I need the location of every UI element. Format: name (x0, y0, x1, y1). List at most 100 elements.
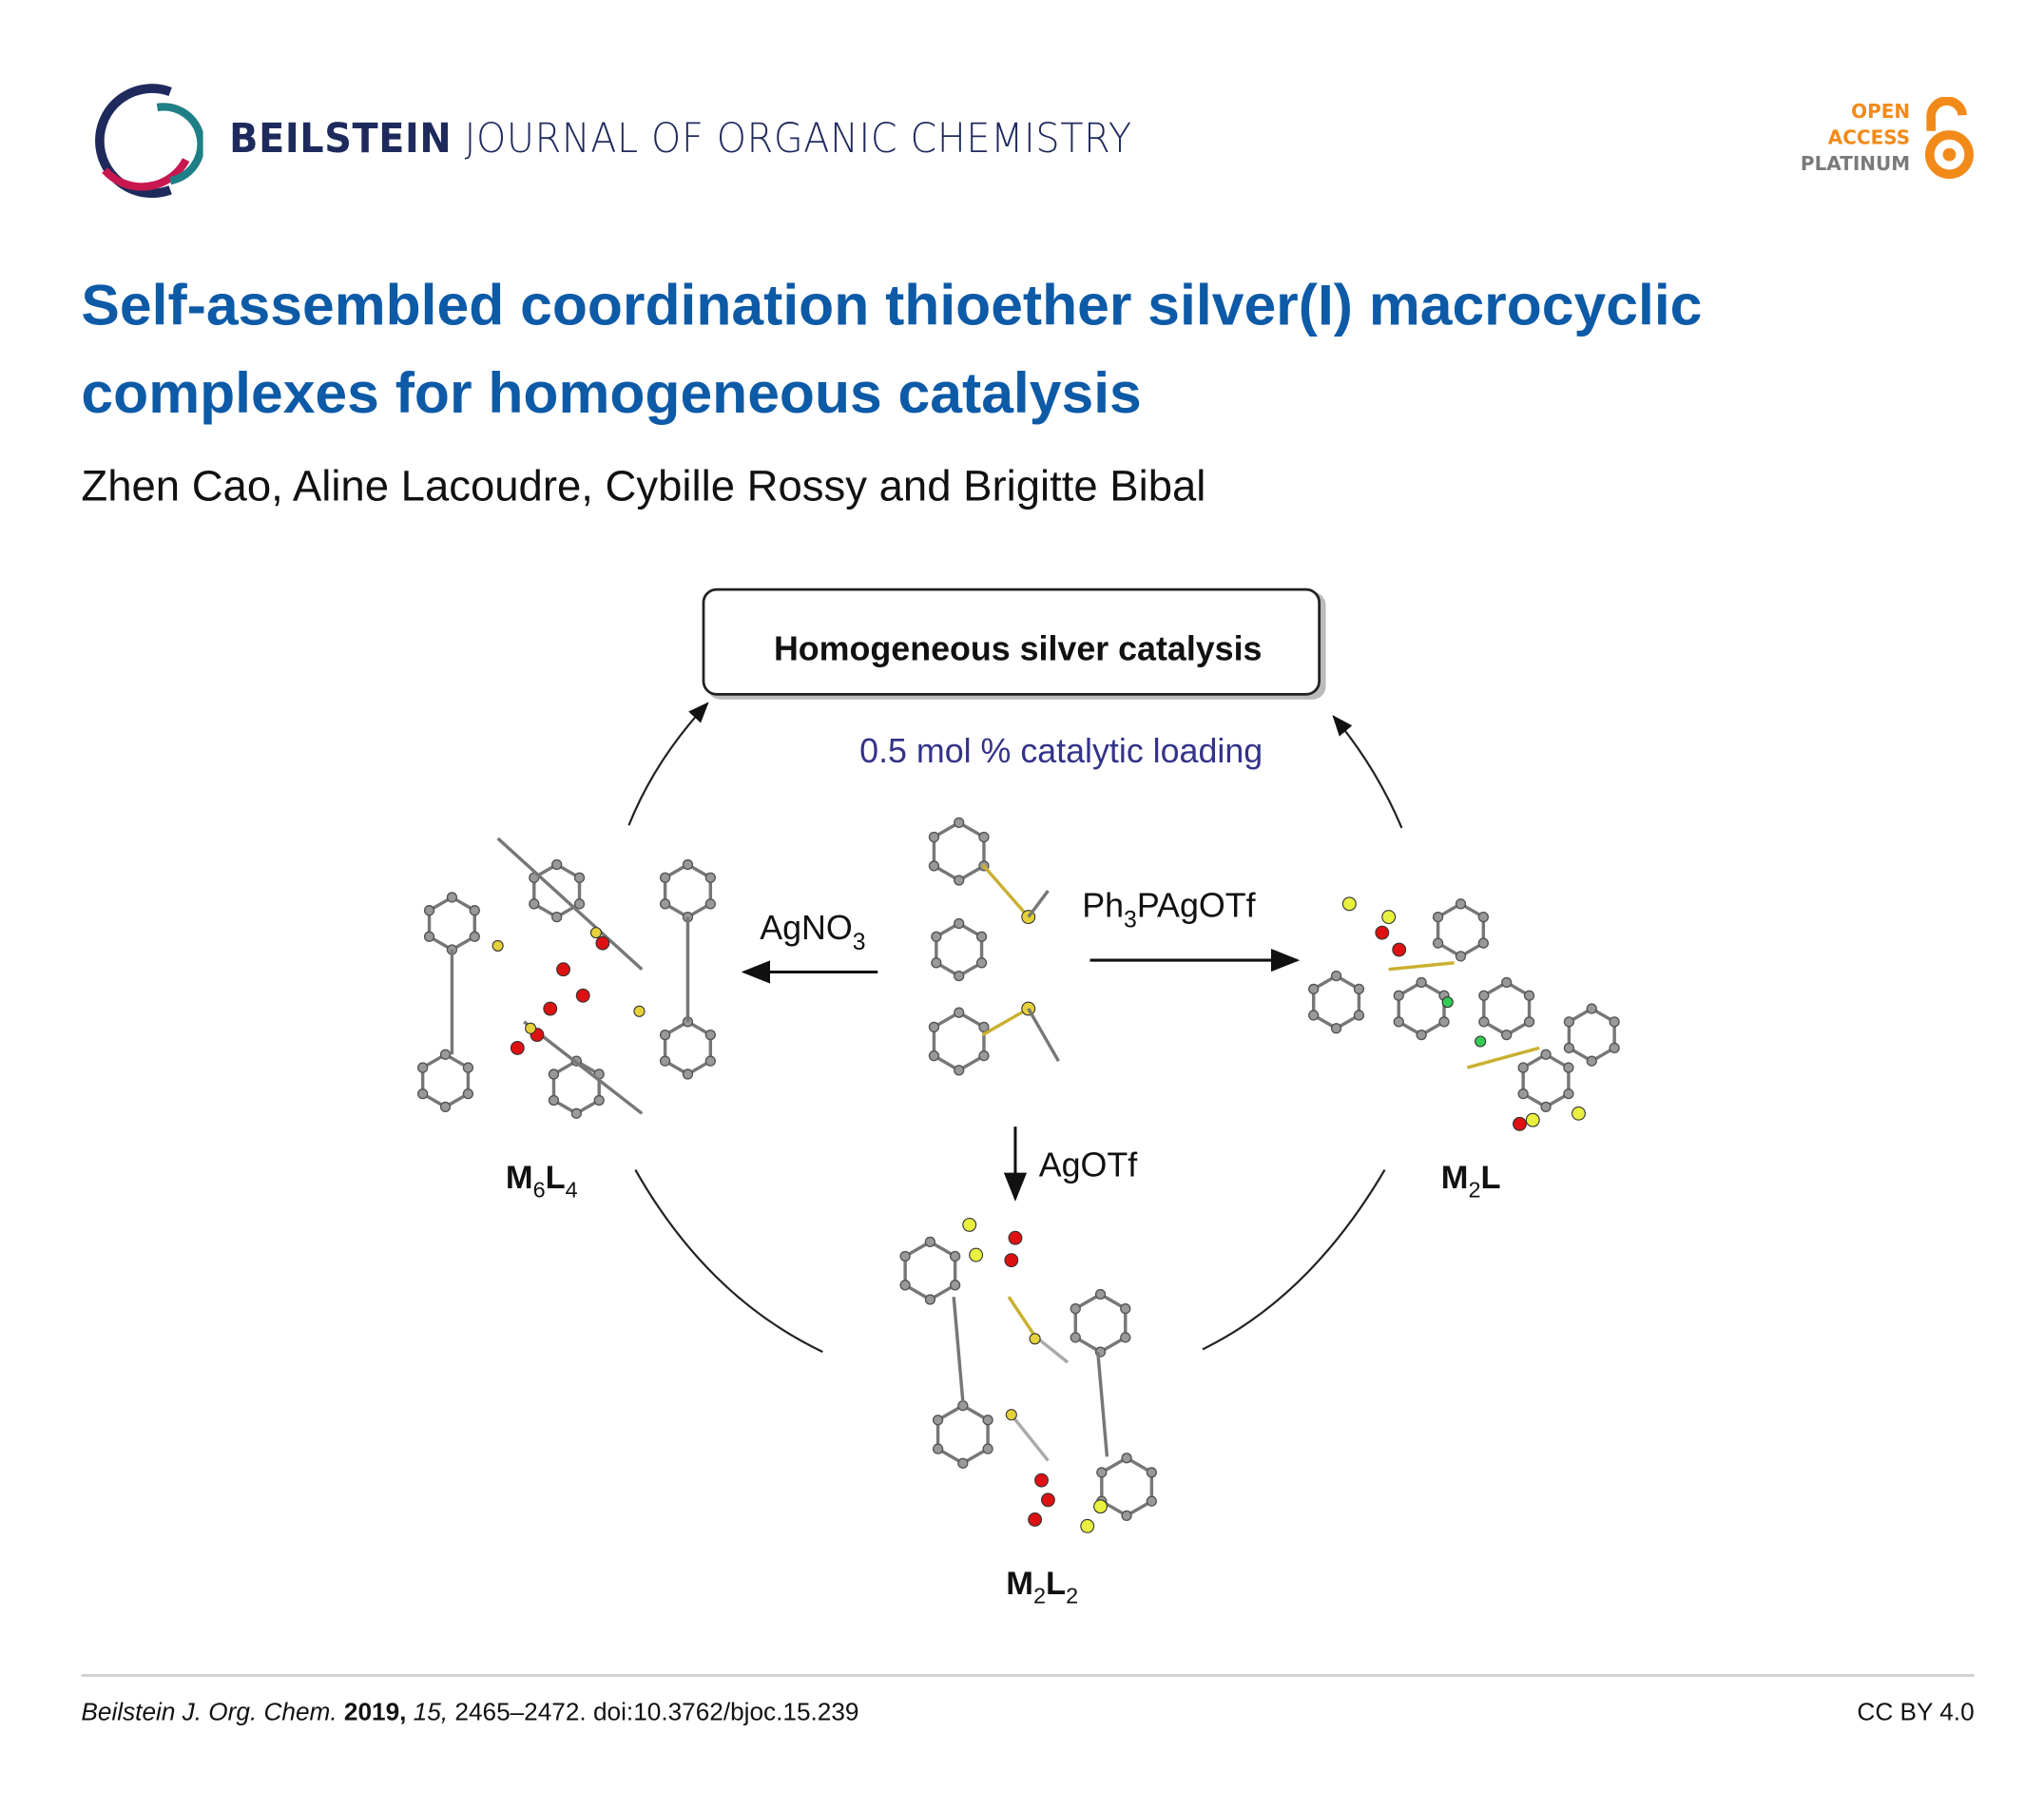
carbon-atom (954, 1065, 965, 1076)
benzene-ring (1100, 1455, 1154, 1518)
atom (595, 935, 610, 951)
benzene-ring (663, 862, 713, 919)
benzene-ring (935, 921, 984, 978)
license[interactable]: CC BY 4.0 (1857, 1699, 1975, 1727)
carbon-atom (439, 1101, 452, 1113)
benzene-ring (932, 820, 986, 883)
atom (962, 1217, 977, 1232)
carbon-atom (682, 1069, 694, 1080)
benzene-ring (903, 1240, 957, 1301)
carbon-atom (1540, 1049, 1552, 1060)
carbon-atom (1563, 1062, 1574, 1073)
carbon-atom (1353, 1010, 1365, 1021)
carbon-atom (704, 1029, 716, 1041)
carbon-atom (1096, 1467, 1108, 1478)
citation-journal: Beilstein J. Org. Chem. (81, 1699, 337, 1727)
bond (1096, 1351, 1109, 1457)
carbon-atom (928, 831, 940, 843)
atom (1029, 1333, 1041, 1345)
atom (1008, 1230, 1023, 1245)
citation-year: 2019, (343, 1699, 407, 1727)
benzene-ring (1397, 980, 1446, 1037)
arc-right-bottom (1202, 1168, 1386, 1351)
r-l: L (1481, 1160, 1501, 1196)
carbon-atom (1563, 1042, 1575, 1054)
carbon-atom (954, 875, 965, 886)
carbon-atom (1121, 1453, 1132, 1464)
crystal-structures (417, 817, 1620, 1533)
carbon-atom (1563, 1088, 1574, 1100)
b-s2: 2 (1066, 1584, 1078, 1608)
arrow-left-up (627, 702, 709, 826)
benzene-ring (932, 1011, 986, 1072)
carbon-atom (1478, 990, 1490, 1001)
carbon-atom (1455, 951, 1467, 962)
atom (1093, 1499, 1108, 1514)
carbon-atom (1477, 911, 1489, 923)
l-l: L (546, 1160, 566, 1196)
carbon-atom (975, 957, 988, 969)
l-s1: 6 (533, 1177, 546, 1202)
carbon-atom (1609, 1016, 1620, 1028)
atom (1004, 1253, 1019, 1268)
reagent-ph-sub: 3 (1124, 908, 1137, 934)
benzene-ring (1482, 980, 1532, 1037)
atom (969, 1247, 984, 1262)
atom (1513, 1116, 1527, 1131)
bond (1466, 1046, 1540, 1069)
journal-name-rest: JOURNAL OF ORGANIC CHEMISTRY (464, 115, 1132, 163)
label-m2l2: M2L2 (1006, 1566, 1078, 1608)
carbon-atom (1120, 1332, 1131, 1343)
badge-access: ACCESS (1827, 128, 1911, 150)
carbon-atom (573, 898, 586, 910)
carbon-atom (417, 1088, 429, 1100)
reagent-agotf: AgOTf (1039, 1146, 1138, 1184)
carbon-atom (1353, 983, 1365, 995)
benzene-ring (551, 1059, 601, 1116)
benzene-ring (1521, 1052, 1571, 1109)
reagent-agno3-main: AgNO (760, 909, 853, 947)
atom (1381, 910, 1397, 925)
atom (1392, 942, 1407, 957)
l-m: M (506, 1160, 533, 1196)
atom (1341, 896, 1357, 912)
benzene-ring (427, 895, 477, 953)
benzene-ring (1311, 973, 1361, 1030)
carbon-atom (982, 1415, 993, 1426)
arrow-right-up (1332, 715, 1403, 829)
carbon-atom (659, 898, 671, 910)
carbon-atom (957, 1399, 969, 1412)
carbon-atom (548, 1094, 560, 1107)
carbon-atom (1121, 1510, 1132, 1521)
carbon-atom (931, 931, 942, 942)
b-s1: 2 (1033, 1584, 1046, 1608)
atom (1034, 1473, 1049, 1488)
carbon-atom (1416, 1029, 1427, 1041)
reagent-agno3: AgNO3 (760, 909, 865, 955)
bond (952, 1297, 965, 1402)
bond (1388, 961, 1455, 972)
journal-name-bold: BEILSTEIN (229, 115, 453, 163)
carbon-atom (954, 970, 965, 982)
carbon-atom (978, 1050, 990, 1062)
footer-divider (81, 1674, 1975, 1677)
atom (1441, 996, 1454, 1009)
atom (1040, 1492, 1055, 1508)
citation-doi[interactable]: 2465–2472. doi:10.3762/bjoc.15.239 (454, 1699, 859, 1727)
reagent-agno3-sub: 3 (853, 930, 866, 955)
carbon-atom (659, 1029, 671, 1041)
bond (496, 837, 644, 971)
catalysis-box-label: Homogeneous silver catalysis (774, 630, 1263, 668)
carbon-atom (975, 931, 988, 942)
atom (1525, 1112, 1540, 1127)
open-lock-icon (1924, 96, 1974, 180)
benzene-ring (1567, 1007, 1616, 1064)
carbon-atom (1438, 1016, 1450, 1028)
bond (981, 863, 1031, 918)
atom (492, 939, 504, 952)
carbon-atom (1523, 990, 1535, 1001)
carbon-atom (1070, 1332, 1081, 1343)
citation-volume: 15, (413, 1699, 449, 1727)
carbon-atom (704, 898, 716, 910)
carbon-atom (949, 1250, 961, 1262)
